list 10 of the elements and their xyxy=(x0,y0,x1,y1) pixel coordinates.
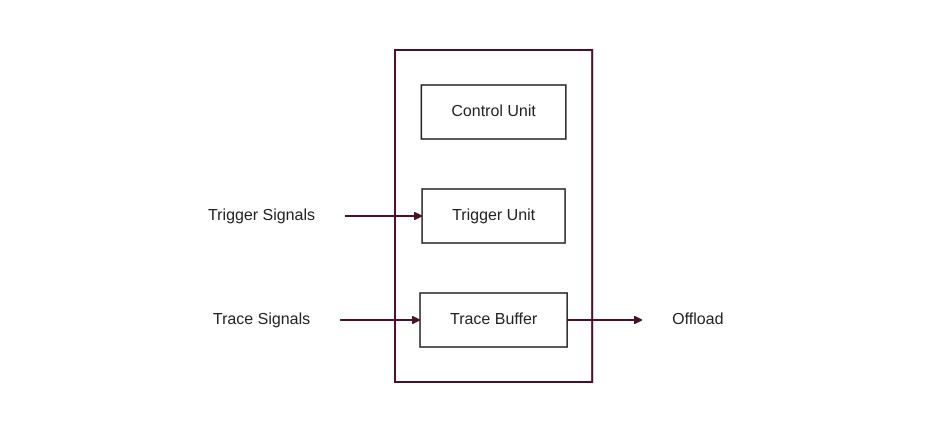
node-text: Offload xyxy=(672,310,724,328)
node-box: Trigger Unit xyxy=(421,188,566,244)
node-text: Trace Signals xyxy=(212,310,310,328)
node-text: Trigger Signals xyxy=(208,206,315,224)
cluster xyxy=(394,48,593,382)
node-box: Control Unit xyxy=(420,84,566,140)
arrow xyxy=(566,315,642,324)
arrow xyxy=(340,315,420,324)
node-box: Trace Buffer xyxy=(419,292,568,348)
arrow xyxy=(344,211,422,220)
